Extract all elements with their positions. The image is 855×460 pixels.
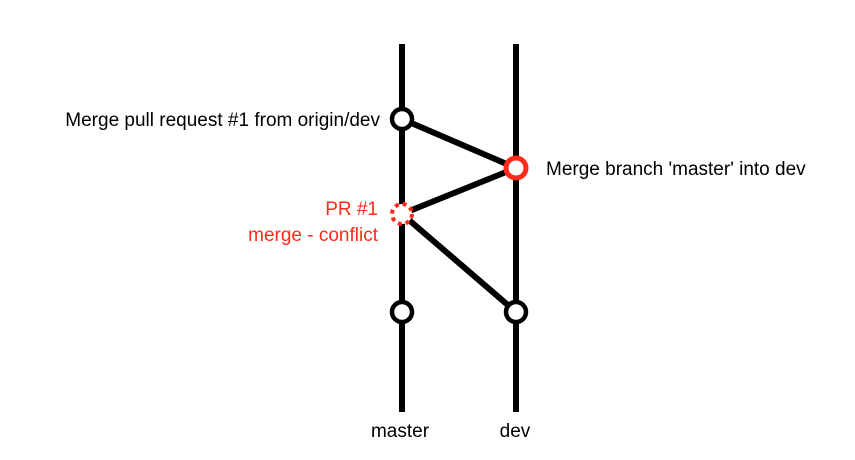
branch-label-master: master [371, 421, 430, 442]
edge-pr-conflict-to-dev-merge [400, 165, 518, 217]
commit-node-master-top [389, 106, 415, 132]
commit-label-pr-conflict-line1: PR #1 [325, 199, 378, 220]
commit-label-master-top: Merge pull request #1 from origin/dev [65, 110, 380, 131]
edge-master-top-to-dev-merge [400, 116, 518, 171]
commit-label-dev-merge: Merge branch 'master' into dev [546, 159, 806, 180]
commit-node-dev-merge [503, 155, 529, 181]
commit-label-pr-conflict-line2: merge - conflict [248, 225, 379, 246]
commit-node-pr-conflict [390, 202, 414, 226]
commit-node-dev-base [503, 299, 529, 325]
commit-node-master-base [389, 299, 415, 325]
edge-pr-conflict-to-dev-base [400, 211, 518, 315]
branch-label-dev: dev [500, 421, 531, 442]
